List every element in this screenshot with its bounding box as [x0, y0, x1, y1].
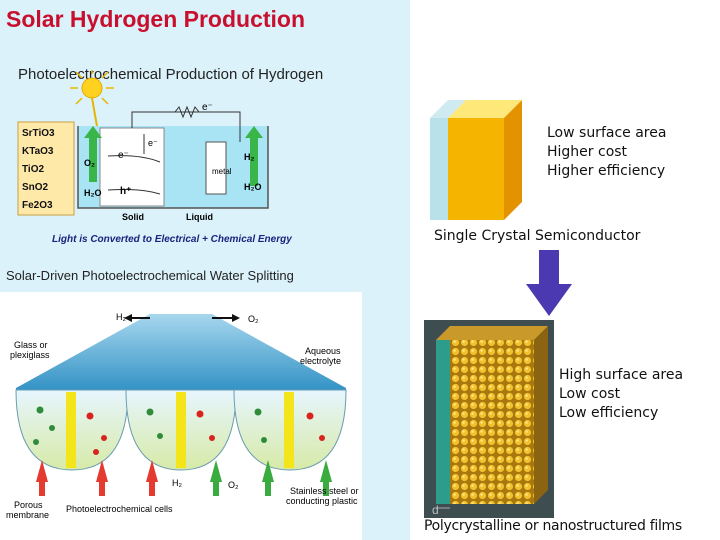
- o2-label: O₂: [84, 158, 95, 168]
- single-crystal-point: Higher cost: [547, 144, 628, 160]
- transition-arrow-icon: [526, 250, 572, 316]
- single-crystal-point: Higher efficiency: [547, 163, 666, 179]
- gas-arrows: [84, 126, 263, 186]
- splitting-subtitle: Solar-Driven Photoelectrochemical Water …: [6, 268, 294, 283]
- material-item: SnO2: [22, 182, 49, 193]
- pec-caption: Light is Converted to Electrical + Chemi…: [52, 234, 292, 245]
- material-item: SrTiO3: [22, 128, 55, 139]
- pec-schematic: SrTiO3 KTaO3 TiO2 SnO2 Fe2O3 e⁻ e⁻ e⁻ h⁺…: [17, 70, 292, 245]
- electron-top-label: e⁻: [202, 102, 213, 113]
- o2-bottom-label: O₂: [228, 480, 239, 490]
- h2-bottom-label: H₂: [172, 478, 182, 488]
- cell-solid: [99, 127, 165, 207]
- h2o-left-label: H₂O: [84, 188, 102, 198]
- sun-rays: [70, 70, 114, 105]
- electron-band-label: e⁻: [118, 150, 129, 161]
- material-item: Fe2O3: [22, 200, 53, 211]
- single-crystal-block: [430, 100, 522, 220]
- material-item: KTaO3: [22, 146, 54, 157]
- pec-cells-label: Photoelectrochemical cells: [66, 504, 173, 514]
- thickness-label: d: [432, 503, 439, 517]
- material-item: TiO2: [22, 164, 44, 175]
- materials-box: [17, 121, 75, 216]
- metal-electrode: [205, 141, 227, 195]
- o2-top-label: O₂: [248, 314, 259, 324]
- page-title: Solar Hydrogen Production: [6, 6, 306, 32]
- polycrystalline-point: Low efficiency: [559, 405, 659, 421]
- single-crystal-points: Low surface area Higher cost Higher effi…: [547, 124, 666, 181]
- h2-top-label: H₂: [116, 312, 126, 322]
- single-crystal-point: Low surface area: [547, 125, 667, 141]
- polycrystalline-block: d: [424, 320, 554, 518]
- metal-label: metal: [212, 167, 232, 176]
- polycrystalline-point: High surface area: [559, 367, 684, 383]
- liquid-label: Liquid: [186, 212, 213, 222]
- sun-icon: [81, 77, 103, 99]
- h2o-right-label: H₂O: [244, 182, 262, 192]
- glass-dome: [16, 314, 346, 394]
- inlet-arrows: [36, 460, 332, 496]
- materials-list: SrTiO3 KTaO3 TiO2 SnO2 Fe2O3: [22, 128, 55, 211]
- electron-vert-label: e⁻: [148, 138, 158, 148]
- hole-label: h⁺: [120, 186, 131, 197]
- porous-membranes: [66, 392, 294, 468]
- polycrystalline-points: High surface area Low cost Low efficienc…: [559, 366, 683, 423]
- polycrystalline-point: Low cost: [559, 386, 621, 402]
- solid-label: Solid: [122, 212, 144, 222]
- single-crystal-caption: Single Crystal Semiconductor: [434, 228, 641, 244]
- h2-label: H₂: [244, 152, 255, 162]
- gas-bubbles: [33, 406, 325, 455]
- polycrystalline-caption: Polycrystalline or nanostructured films: [424, 518, 682, 534]
